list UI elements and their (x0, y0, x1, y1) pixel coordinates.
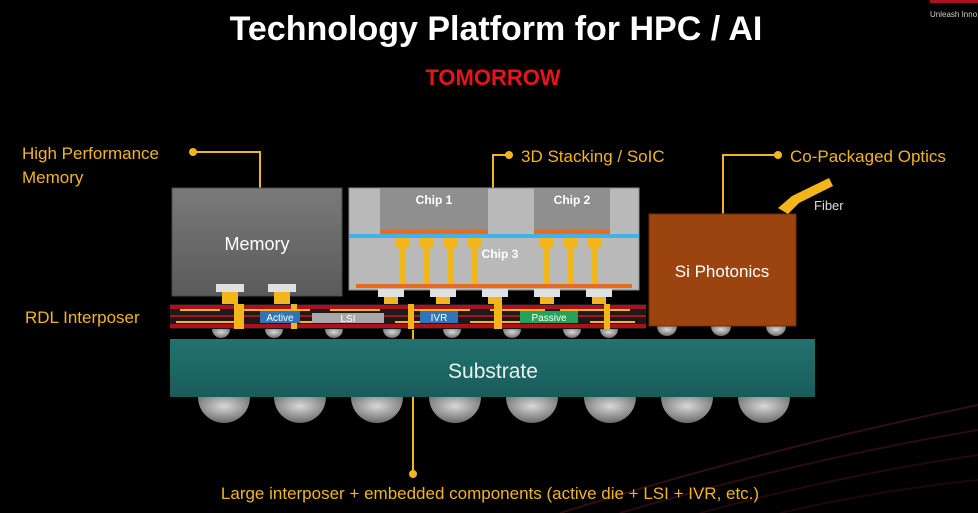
callout-lines (193, 151, 777, 472)
bottom-callout-label: Large interposer + embedded components (… (221, 484, 759, 503)
tsv-columns (396, 238, 602, 284)
slide-title: Technology Platform for HPC / AI (230, 10, 763, 48)
memory-block (171, 187, 343, 297)
hbm-callout-label-line2: Memory (22, 168, 84, 187)
active-die (260, 311, 300, 323)
solder-ball (584, 397, 636, 423)
solder-ball (738, 397, 790, 423)
ivr-die (420, 311, 458, 323)
chip1-pad (380, 230, 488, 234)
optics-callout-label: Co-Packaged Optics (790, 147, 946, 166)
chip3-bottom-redistribution (356, 284, 632, 288)
lsi-die (312, 313, 384, 323)
stacking-callout-line (492, 154, 508, 188)
soic-stack: Chip 1 Chip 2 Chip 3 (348, 187, 640, 291)
chip2-pad (534, 230, 610, 234)
memory-bumps (216, 284, 296, 304)
solder-ball (506, 397, 558, 423)
fiber-label: Fiber (814, 198, 844, 213)
slide-subtitle: TOMORROW (425, 65, 560, 90)
optics-callout-dot (774, 151, 782, 159)
interposer-microbumps (212, 326, 786, 338)
substrate-solder-balls (198, 397, 790, 423)
corner-brand-text: Unleash Inno (930, 10, 978, 19)
solder-ball (351, 397, 403, 423)
background-streaks (559, 404, 978, 513)
solder-ball (661, 397, 713, 423)
substrate (170, 339, 815, 397)
hbm-callout-label: High Performance (22, 144, 159, 163)
stack-bumps (378, 289, 612, 304)
passive-die (520, 311, 578, 323)
passive-die-label: Passive (531, 313, 566, 324)
substrate-label: Substrate (448, 360, 538, 383)
bottom-callout-dot (409, 470, 417, 478)
embedded-components: Active LSI IVR Passive (260, 311, 578, 325)
active-die-label: Active (266, 313, 294, 324)
solder-ball (429, 397, 481, 423)
rdl-callout-label: RDL Interposer (25, 308, 140, 327)
rdl-interposer (170, 304, 646, 329)
memory-label: Memory (224, 234, 289, 254)
chip1-die (380, 188, 488, 230)
chip2-die (534, 188, 610, 230)
chip2-label: Chip 2 (554, 193, 591, 207)
stacking-callout-label: 3D Stacking / SoIC (521, 147, 665, 166)
chip3-top-redistribution (349, 234, 639, 238)
si-photonics-label: Si Photonics (675, 262, 770, 281)
stacking-callout-dot (505, 151, 513, 159)
lsi-die-label: LSI (340, 314, 355, 325)
fiber-icon (778, 178, 833, 214)
chip1-label: Chip 1 (416, 193, 453, 207)
solder-ball (274, 397, 326, 423)
si-photonics-block (648, 213, 797, 327)
chip3-label: Chip 3 (482, 247, 519, 261)
ivr-die-label: IVR (431, 313, 448, 324)
corner-accent-bar (930, 0, 978, 3)
solder-ball (198, 397, 250, 423)
hbm-callout-dot (189, 148, 197, 156)
callout-dots (189, 148, 782, 478)
optics-callout-line (722, 154, 777, 214)
hbm-callout-line (193, 151, 261, 188)
